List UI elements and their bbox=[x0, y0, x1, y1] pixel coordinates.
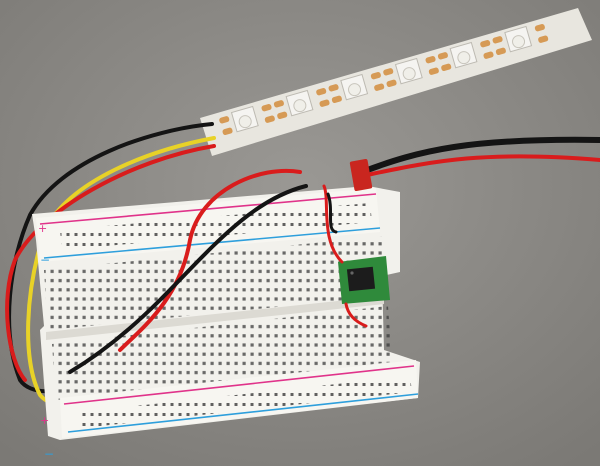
bottom-rail-holes bbox=[80, 376, 412, 428]
chip-pin1-dot bbox=[350, 271, 354, 275]
sensor-module bbox=[338, 256, 390, 304]
strip-solder-pad bbox=[480, 40, 491, 48]
red-jumper-module bbox=[322, 184, 344, 264]
strip-solder-pad bbox=[534, 24, 545, 32]
strip-solder-pad bbox=[370, 72, 381, 80]
rail-plus-symbol-bottom: + bbox=[40, 414, 49, 427]
bottom-rail-blue-line bbox=[67, 393, 419, 433]
led-lens bbox=[512, 35, 526, 49]
power-cable-black bbox=[359, 136, 600, 175]
strip-solder-pad bbox=[273, 100, 284, 108]
strip-solder-pad bbox=[264, 115, 275, 123]
strip-solder-pad bbox=[495, 47, 506, 56]
red-wire-strip bbox=[5, 144, 216, 382]
strip-solder-pad bbox=[219, 116, 230, 124]
rail-minus-symbol-bottom: − bbox=[44, 447, 54, 461]
red-jumper-lower bbox=[344, 302, 368, 328]
led-lens bbox=[238, 115, 252, 129]
strip-solder-pad bbox=[386, 79, 397, 88]
top-rail-red-line bbox=[39, 193, 377, 225]
top-rail-blue-line bbox=[43, 227, 381, 259]
led-lens bbox=[457, 51, 471, 65]
breadboard: + − + − bbox=[32, 186, 420, 461]
strip-solder-pad bbox=[331, 95, 342, 104]
strip-solder-pad bbox=[222, 127, 233, 136]
black-jumper-module bbox=[326, 192, 338, 234]
rail-plus-symbol: + bbox=[38, 222, 47, 235]
power-cable bbox=[349, 136, 600, 192]
led-lens bbox=[293, 99, 307, 113]
strip-solder-pad bbox=[277, 111, 288, 120]
rail-minus-symbol: − bbox=[40, 253, 50, 267]
bottom-rail-red-line bbox=[63, 365, 415, 405]
strip-solder-pad bbox=[261, 104, 272, 112]
strip-solder-pad bbox=[437, 52, 448, 60]
upper-terminal-holes bbox=[44, 236, 386, 330]
strip-solder-pad bbox=[374, 83, 385, 91]
strip-solder-pad bbox=[316, 88, 327, 96]
led-lens bbox=[402, 67, 416, 81]
strip-solder-pad bbox=[383, 68, 394, 76]
led-lens bbox=[348, 83, 362, 97]
black-jumper-top bbox=[68, 184, 308, 374]
strip-solder-pad bbox=[483, 51, 494, 59]
red-jumper-top bbox=[118, 168, 302, 352]
power-cable-red bbox=[360, 154, 600, 178]
strip-solder-pad bbox=[425, 56, 436, 64]
strip-solder-pad bbox=[328, 84, 339, 92]
strip-solder-pad bbox=[428, 67, 439, 75]
led-strip bbox=[200, 8, 592, 156]
lower-terminal-holes bbox=[52, 306, 392, 400]
strip-solder-pad bbox=[319, 99, 330, 107]
strip-solder-pad bbox=[492, 36, 503, 44]
power-connector bbox=[349, 158, 373, 192]
strip-solder-pad bbox=[441, 63, 452, 72]
strip-solder-pad bbox=[538, 35, 549, 43]
top-rail-holes bbox=[60, 203, 372, 250]
module-chip bbox=[346, 266, 376, 292]
